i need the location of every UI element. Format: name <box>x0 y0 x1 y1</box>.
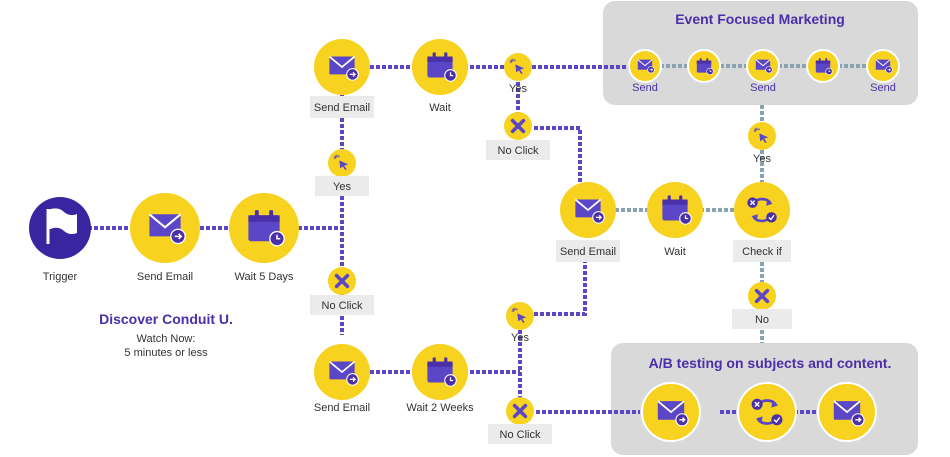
check-if-pill <box>733 240 791 262</box>
lower-no-click-label: No Click <box>500 429 541 441</box>
upper-no-click-pill <box>486 140 550 160</box>
send-email-label: Send Email <box>137 271 193 283</box>
mid-yes-pill <box>315 176 369 196</box>
check-no-pill <box>732 309 792 329</box>
lower-yes-label: Yes <box>511 332 529 344</box>
event-send-node-1[interactable] <box>628 49 662 83</box>
calendar-icon <box>661 194 692 225</box>
mid-no-click-pill <box>310 295 374 315</box>
calendar-icon <box>426 356 457 387</box>
event-wait-node-2[interactable] <box>806 49 840 83</box>
watch-now-text: Watch Now: <box>137 333 196 345</box>
event-send-label-1: Send <box>632 82 658 94</box>
discover-conduit-link[interactable]: Discover Conduit U. <box>99 311 233 327</box>
wait-2-weeks-node[interactable] <box>412 344 468 400</box>
upper-yes-node[interactable] <box>504 53 532 81</box>
upper-wait-node[interactable] <box>412 39 468 95</box>
event-wait-node-1[interactable] <box>687 49 721 83</box>
mid-send-email-label: Send Email <box>560 246 616 258</box>
mid-send-email-node[interactable] <box>560 182 616 238</box>
mid-wait-node[interactable] <box>647 182 703 238</box>
check-no-node[interactable] <box>748 282 776 310</box>
event-send-label-2: Send <box>750 82 776 94</box>
ab-check-node[interactable] <box>737 382 797 442</box>
calendar-icon <box>815 57 833 76</box>
event-send-node-3[interactable] <box>866 49 900 83</box>
ab-send-node-1[interactable] <box>641 382 701 442</box>
check-yes-node[interactable] <box>748 122 776 150</box>
upper-send-email-label: Send Email <box>314 102 370 114</box>
mid-no-click-node[interactable] <box>328 267 356 295</box>
calendar-icon <box>426 51 457 82</box>
calendar-icon <box>696 57 714 76</box>
ab-testing-title: A/B testing on subjects and content. <box>649 355 892 371</box>
upper-wait-label: Wait <box>429 102 451 114</box>
event-send-node-2[interactable] <box>746 49 780 83</box>
send-email-node[interactable] <box>130 193 200 263</box>
lower-no-click-pill <box>488 424 552 444</box>
calendar-icon <box>247 209 285 247</box>
mid-yes-node[interactable] <box>328 149 356 177</box>
upper-yes-label: Yes <box>509 83 527 95</box>
event-send-label-3: Send <box>870 82 896 94</box>
check-no-label: No <box>755 314 769 326</box>
wait-2-weeks-label: Wait 2 Weeks <box>406 402 474 414</box>
mid-no-click-label: No Click <box>322 300 363 312</box>
lower-send-email-label: Send Email <box>314 402 370 414</box>
lower-send-email-node[interactable] <box>314 344 370 400</box>
mid-wait-label: Wait <box>664 246 686 258</box>
trigger-label: Trigger <box>43 271 78 283</box>
upper-no-click-node[interactable] <box>504 112 532 140</box>
check-if-label: Check if <box>742 246 783 258</box>
upper-send-email-node[interactable] <box>314 39 370 95</box>
upper-no-click-label: No Click <box>498 145 539 157</box>
check-if-node[interactable] <box>734 182 790 238</box>
wait-5-days-node[interactable] <box>229 193 299 263</box>
ab-send-node-2[interactable] <box>817 382 877 442</box>
duration-text: 5 minutes or less <box>124 347 208 359</box>
trigger-node[interactable] <box>29 197 91 259</box>
wait-5-days-label: Wait 5 Days <box>235 271 294 283</box>
mid-yes-label: Yes <box>333 181 351 193</box>
upper-send-email-pill <box>310 96 374 118</box>
mid-send-email-pill <box>556 240 620 262</box>
lower-no-click-node[interactable] <box>506 397 534 425</box>
lower-yes-node[interactable] <box>506 302 534 330</box>
check-yes-label: Yes <box>753 153 771 165</box>
event-marketing-title: Event Focused Marketing <box>675 11 845 27</box>
